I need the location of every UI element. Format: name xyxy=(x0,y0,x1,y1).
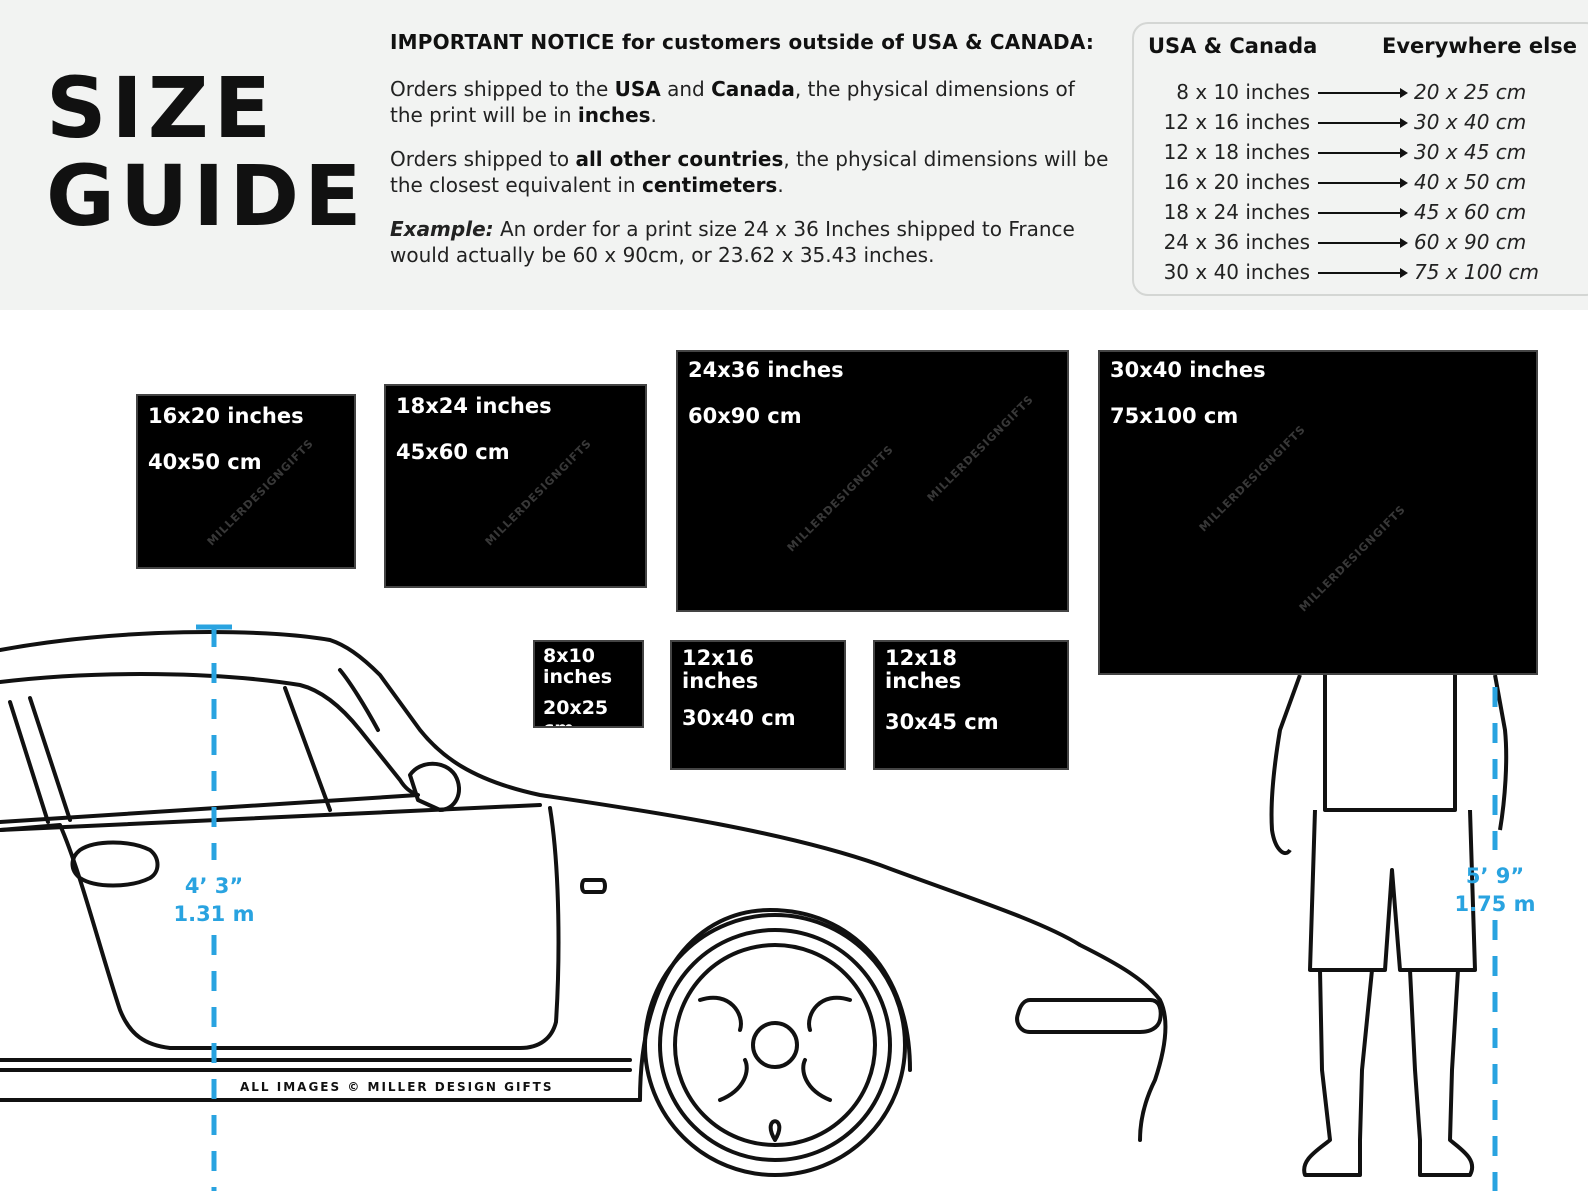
column-header-else: Everywhere else xyxy=(1382,34,1578,58)
print-label-inches: 8x10 xyxy=(543,645,595,667)
print-24x36: 24x36 inches 60x90 cm MILLERDESIGNGIFTS … xyxy=(676,350,1069,612)
person-height-meters: 1.75 m xyxy=(1454,892,1536,916)
bold-other-countries: all other countries xyxy=(575,147,784,171)
text: An order for a print size 24 x 36 Inches… xyxy=(390,217,1075,267)
text: . xyxy=(777,173,784,197)
size-cm: 45 x 60 cm xyxy=(1414,200,1527,224)
text: Orders shipped to xyxy=(390,147,576,171)
text: , the physical dimensions of the print w… xyxy=(390,77,1075,127)
car-height-label: 4’ 3” 1.31 m xyxy=(164,872,264,928)
text: Orders shipped to the xyxy=(390,77,615,101)
size-diagram: 16x20 inches 40x50 cm MILLERDESIGNGIFTS … xyxy=(0,310,1588,1191)
arrow-right-icon xyxy=(1318,148,1408,158)
arrow-right-icon xyxy=(1318,118,1408,128)
print-16x20: 16x20 inches 40x50 cm MILLERDESIGNGIFTS xyxy=(136,394,356,569)
print-label-cm: 30x40 cm xyxy=(682,706,796,730)
arrow-right-icon xyxy=(1318,268,1408,278)
size-cm: 60 x 90 cm xyxy=(1414,230,1527,254)
person-height-label: 5’ 9” 1.75 m xyxy=(1445,862,1545,918)
text: , the physical dimensions will be the cl… xyxy=(390,147,1109,197)
size-inches: 8 x 10 inches xyxy=(1176,80,1310,104)
text: and xyxy=(660,77,712,101)
size-cm: 20 x 25 cm xyxy=(1414,80,1527,104)
print-30x40: 30x40 inches 75x100 cm MILLERDESIGNGIFTS… xyxy=(1098,350,1538,675)
copyright-notice: ALL IMAGES © MILLER DESIGN GIFTS xyxy=(240,1080,554,1094)
arrow-right-icon xyxy=(1318,238,1408,248)
arrow-right-icon xyxy=(1318,88,1408,98)
size-inches: 12 x 18 inches xyxy=(1163,140,1310,164)
size-cm: 30 x 40 cm xyxy=(1414,110,1527,134)
title-line-guide: GUIDE xyxy=(46,147,367,245)
conversion-row: 30 x 40 inches 75 x 100 cm xyxy=(1134,260,1588,290)
size-cm: 30 x 45 cm xyxy=(1414,140,1527,164)
print-12x16: 12x16 inches 30x40 cm xyxy=(670,640,846,770)
print-label-inches: 12x18 xyxy=(885,646,957,670)
conversion-row: 8 x 10 inches 20 x 25 cm xyxy=(1134,80,1588,110)
conversion-row: 24 x 36 inches 60 x 90 cm xyxy=(1134,230,1588,260)
conversion-row: 12 x 18 inches 30 x 45 cm xyxy=(1134,140,1588,170)
size-inches: 18 x 24 inches xyxy=(1163,200,1310,224)
car-illustration xyxy=(0,629,1168,1177)
print-label-inches: 16x20 inches xyxy=(148,404,304,428)
watermark: MILLERDESIGNGIFTS xyxy=(1196,422,1309,535)
watermark: MILLERDESIGNGIFTS xyxy=(784,442,897,555)
size-cm: 40 x 50 cm xyxy=(1414,170,1527,194)
header-panel: SIZE GUIDE IMPORTANT NOTICE for customer… xyxy=(0,0,1588,310)
conversion-table: USA & Canada Everywhere else 8 x 10 inch… xyxy=(1132,22,1588,296)
size-inches: 16 x 20 inches xyxy=(1163,170,1310,194)
size-cm: 75 x 100 cm xyxy=(1414,260,1540,284)
print-label-inches-unit: inches xyxy=(885,669,962,693)
column-header-usa: USA & Canada xyxy=(1148,34,1318,58)
conversion-row: 12 x 16 inches 30 x 40 cm xyxy=(1134,110,1588,140)
print-label-cm: 60x90 cm xyxy=(688,404,802,428)
print-label-cm: 45x60 cm xyxy=(396,440,510,464)
size-inches: 12 x 16 inches xyxy=(1163,110,1310,134)
title-line-size: SIZE xyxy=(46,59,277,157)
page-title: SIZE GUIDE xyxy=(46,64,367,240)
print-12x18: 12x18 inches 30x45 cm xyxy=(873,640,1069,770)
print-label-inches: 12x16 xyxy=(682,646,754,670)
notice-paragraph-example: Example: An order for a print size 24 x … xyxy=(390,216,1110,268)
notice-block: IMPORTANT NOTICE for customers outside o… xyxy=(390,30,1110,286)
notice-paragraph-other: Orders shipped to all other countries, t… xyxy=(390,146,1110,198)
print-18x24: 18x24 inches 45x60 cm MILLERDESIGNGIFTS xyxy=(384,384,647,588)
arrow-right-icon xyxy=(1318,178,1408,188)
notice-paragraph-usa: Orders shipped to the USA and Canada, th… xyxy=(390,76,1110,128)
notice-heading: IMPORTANT NOTICE for customers outside o… xyxy=(390,30,1095,54)
car-height-meters: 1.31 m xyxy=(173,902,255,926)
print-label-cm: 30x45 cm xyxy=(885,710,999,734)
print-label-inches: 30x40 inches xyxy=(1110,358,1266,382)
bold-canada: Canada xyxy=(711,77,795,101)
conversion-row: 16 x 20 inches 40 x 50 cm xyxy=(1134,170,1588,200)
print-label-inches-unit: inches xyxy=(682,669,759,693)
print-label-cm: 75x100 cm xyxy=(1110,404,1239,428)
print-label-cm: 40x50 cm xyxy=(148,450,262,474)
size-inches: 24 x 36 inches xyxy=(1163,230,1310,254)
conversion-row: 18 x 24 inches 45 x 60 cm xyxy=(1134,200,1588,230)
watermark: MILLERDESIGNGIFTS xyxy=(1296,502,1409,615)
example-label: Example: xyxy=(390,217,494,241)
print-label-inches-unit: inches xyxy=(543,666,613,688)
text: . xyxy=(650,103,657,127)
bold-centimeters: centimeters xyxy=(641,173,778,197)
print-label-inches: 24x36 inches xyxy=(688,358,844,382)
bold-usa: USA xyxy=(614,77,661,101)
car-height-feet: 4’ 3” xyxy=(184,874,244,898)
print-label-cm: 20x25 cm xyxy=(543,697,609,727)
size-inches: 30 x 40 inches xyxy=(1163,260,1310,284)
person-height-feet: 5’ 9” xyxy=(1465,864,1525,888)
arrow-right-icon xyxy=(1318,208,1408,218)
print-label-inches: 18x24 inches xyxy=(396,394,552,418)
watermark: MILLERDESIGNGIFTS xyxy=(924,392,1037,505)
print-8x10: 8x10 inches 20x25 cm xyxy=(533,640,644,728)
bold-inches: inches xyxy=(577,103,651,127)
